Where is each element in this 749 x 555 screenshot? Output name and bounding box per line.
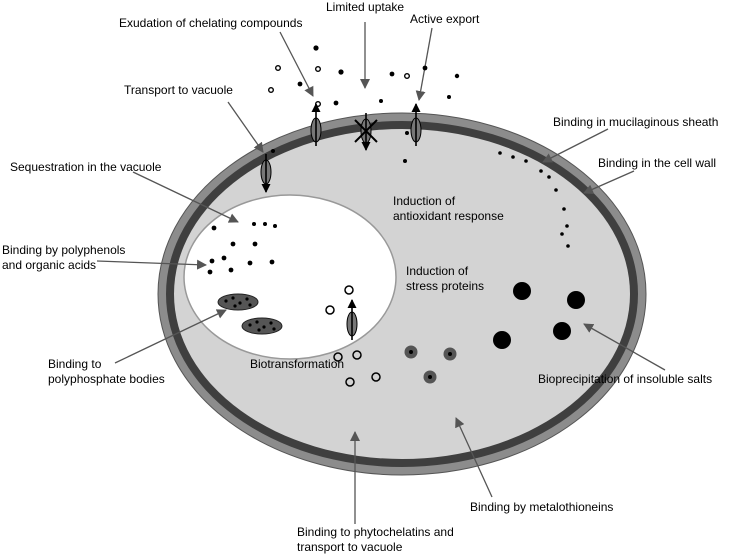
pointer-arrows: [96, 22, 666, 524]
biotransformation-rings: [325, 285, 381, 387]
label-mucilaginous-sheath: Binding in mucilaginous sheath: [553, 115, 719, 129]
vacuole-particles: [207, 225, 275, 275]
polyphosphate-body-1: [217, 293, 259, 311]
label-bioprecipitation: Bioprecipitation of insoluble salts: [538, 372, 713, 386]
insoluble-salt-precipitates: [493, 282, 585, 349]
label-polyphenols: Binding by polyphenols and organic acids: [2, 243, 126, 272]
label-phytochelatins: Binding to phytochelatins and transport …: [297, 525, 454, 554]
transporter-limited-uptake: [354, 113, 378, 151]
metal-ion-particles-outside: [297, 45, 460, 163]
transporter-vacuole: [260, 154, 272, 193]
transporter-exudation: [310, 103, 322, 146]
transporter-active-export: [410, 103, 422, 146]
metalothionein-complexes: [404, 345, 457, 384]
polyphosphate-body-2: [241, 317, 283, 335]
label-exudation: Exudation of chelating compounds: [119, 16, 303, 30]
transporter-biotransformation: [346, 299, 358, 340]
label-polyphosphate: Binding to polyphosphate bodies: [48, 357, 165, 386]
label-sequestration-vacuole: Sequestration in the vacuole: [10, 160, 162, 174]
label-metalothioneins: Binding by metalothioneins: [470, 500, 614, 514]
label-stress-proteins: Induction of stress proteins: [406, 264, 485, 293]
chelate-complex-particles: [268, 64, 411, 107]
bound-metal-dots: [252, 149, 570, 248]
label-transport-to-vacuole: Transport to vacuole: [124, 83, 233, 97]
label-cell-wall: Binding in the cell wall: [598, 156, 717, 170]
label-antioxidant-response: Induction of antioxidant response: [393, 194, 504, 223]
vacuole: [183, 194, 397, 360]
label-active-export: Active export: [410, 12, 480, 26]
label-biotransformation: Biotransformation: [250, 357, 345, 371]
label-limited-uptake: Limited uptake: [326, 0, 405, 14]
